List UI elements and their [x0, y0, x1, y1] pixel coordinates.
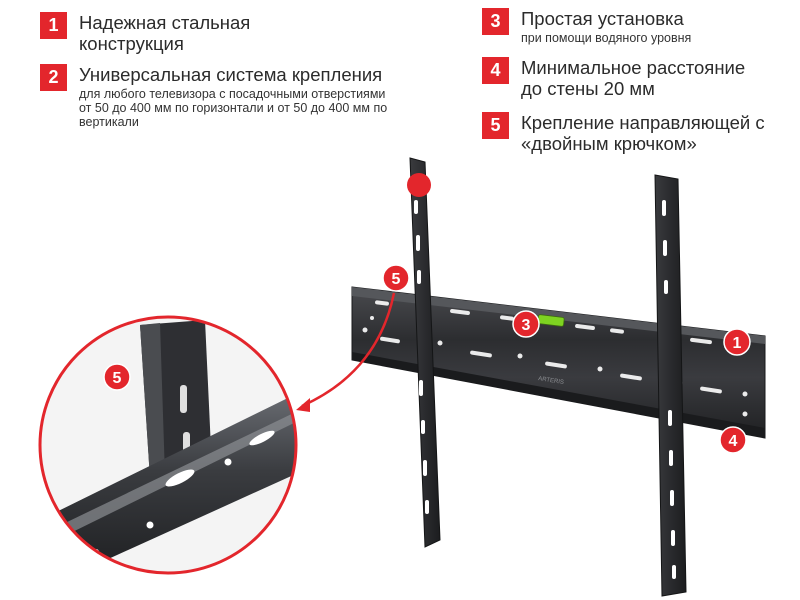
feature-number-4: 4	[482, 57, 509, 84]
tv-mount-illustration: ARTERIS 5 3 1 4	[38, 157, 766, 597]
marker-3-label: 3	[522, 317, 531, 334]
zoom-detail: 5	[38, 315, 298, 575]
feature-3: 3 Простая установка при помощи водяного …	[482, 8, 691, 45]
product-label: ARTERIS	[538, 376, 565, 386]
feature-number-1: 1	[40, 12, 67, 39]
zoom-marker-5-label: 5	[113, 370, 122, 387]
marker-5-label: 5	[392, 271, 401, 288]
zoom-arrow	[301, 292, 396, 408]
feature-1: 1 Надежная стальная конструкция	[40, 12, 259, 54]
marker-4: 4	[719, 426, 747, 454]
feature-number-5: 5	[482, 112, 509, 139]
feature-number-2: 2	[40, 64, 67, 91]
zoom-marker-5: 5	[103, 363, 131, 391]
feature-4: 4 Минимальное расстояние до стены 20 мм	[482, 57, 771, 99]
marker-dot	[407, 173, 431, 197]
feature-title-5: Крепление направляющей с «двойным крючко…	[521, 112, 765, 154]
marker-3: 3	[512, 310, 540, 338]
marker-1: 1	[723, 328, 751, 356]
marker-1-label: 1	[733, 335, 742, 352]
zoom-arrow-head	[296, 398, 310, 412]
feature-title-2: Универсальная система крепления	[79, 64, 383, 85]
right-vertical-arm	[654, 174, 687, 597]
marker-4-label: 4	[729, 433, 738, 450]
rail-slots	[362, 300, 748, 417]
feature-title-3: Простая установка	[521, 8, 684, 29]
marker-5: 5	[382, 264, 410, 292]
feature-subtitle-3: при помощи водяного уровня	[521, 31, 692, 45]
horizontal-rail: ARTERIS	[351, 286, 766, 439]
feature-2: 2 Универсальная система крепления для лю…	[40, 64, 399, 129]
feature-title-4: Минимальное расстояние до стены 20 мм	[521, 57, 746, 99]
feature-5: 5 Крепление направляющей с «двойным крюч…	[482, 112, 781, 154]
left-vertical-arm	[409, 157, 441, 548]
feature-subtitle-2: для любого телевизора с посадочными отве…	[79, 87, 388, 129]
feature-title-1: Надежная стальная конструкция	[79, 12, 251, 54]
feature-number-3: 3	[482, 8, 509, 35]
